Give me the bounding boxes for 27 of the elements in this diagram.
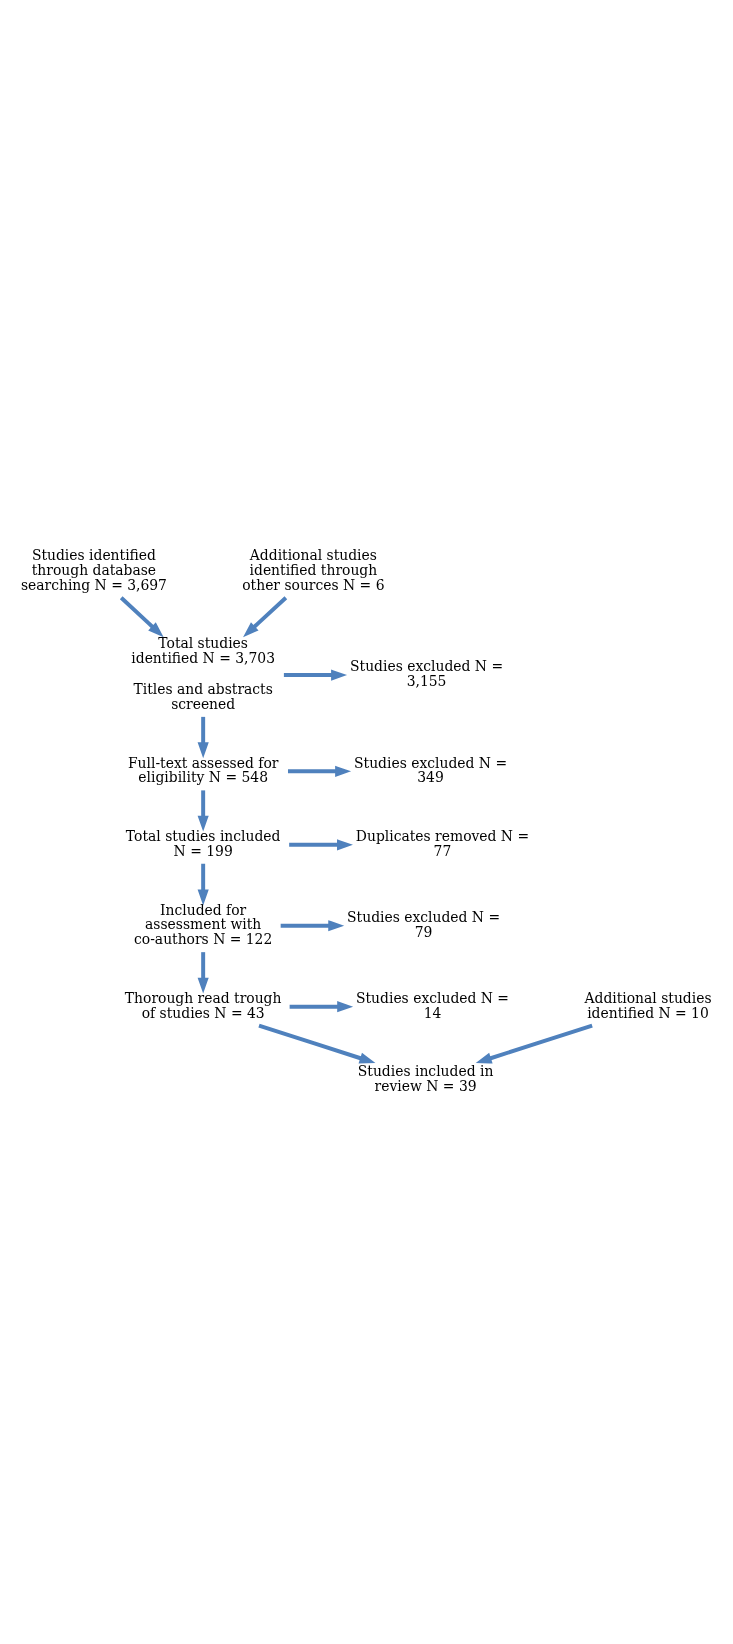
node-text: Studies included in review N = 39: [357, 1063, 494, 1095]
arrow: [197, 790, 209, 832]
node-text: Total studies included N = 199: [125, 828, 281, 859]
arrow: [197, 716, 209, 759]
arrow: [197, 863, 209, 906]
arrow: [283, 669, 348, 681]
arrow: [288, 765, 352, 777]
node-text: Additional studies identified N = 10: [584, 989, 712, 1021]
arrow: [289, 1001, 354, 1013]
node-text: Full-text assessed for eligibility N = 548: [127, 754, 279, 786]
arrow: [119, 596, 164, 638]
node-text: Studies excluded N = 3,155: [350, 658, 504, 690]
node-text: Studies excluded N = 349: [354, 754, 508, 786]
node-text: Studies excluded N = 79: [347, 908, 501, 940]
node-text: Additional studies identified through other sources N = 6: [242, 547, 385, 593]
arrow: [258, 1023, 376, 1064]
arrow: [197, 952, 209, 994]
arrow: [280, 920, 345, 932]
node-text: Thorough read trough of studies N = 43: [124, 989, 282, 1021]
arrow: [243, 596, 288, 638]
node-text: Studies excluded N = 14: [356, 989, 510, 1021]
node-text: Duplicates removed N = 77: [355, 828, 530, 859]
node-text: Included for assessment with co-authors N = 122: [134, 901, 273, 948]
arrow: [475, 1023, 593, 1064]
node-text: Total studies identified N = 3,703 Titles and abstracts screened: [131, 635, 276, 712]
node-text: Studies identified through database searching N = 3,697: [20, 547, 167, 593]
arrow: [289, 839, 353, 851]
